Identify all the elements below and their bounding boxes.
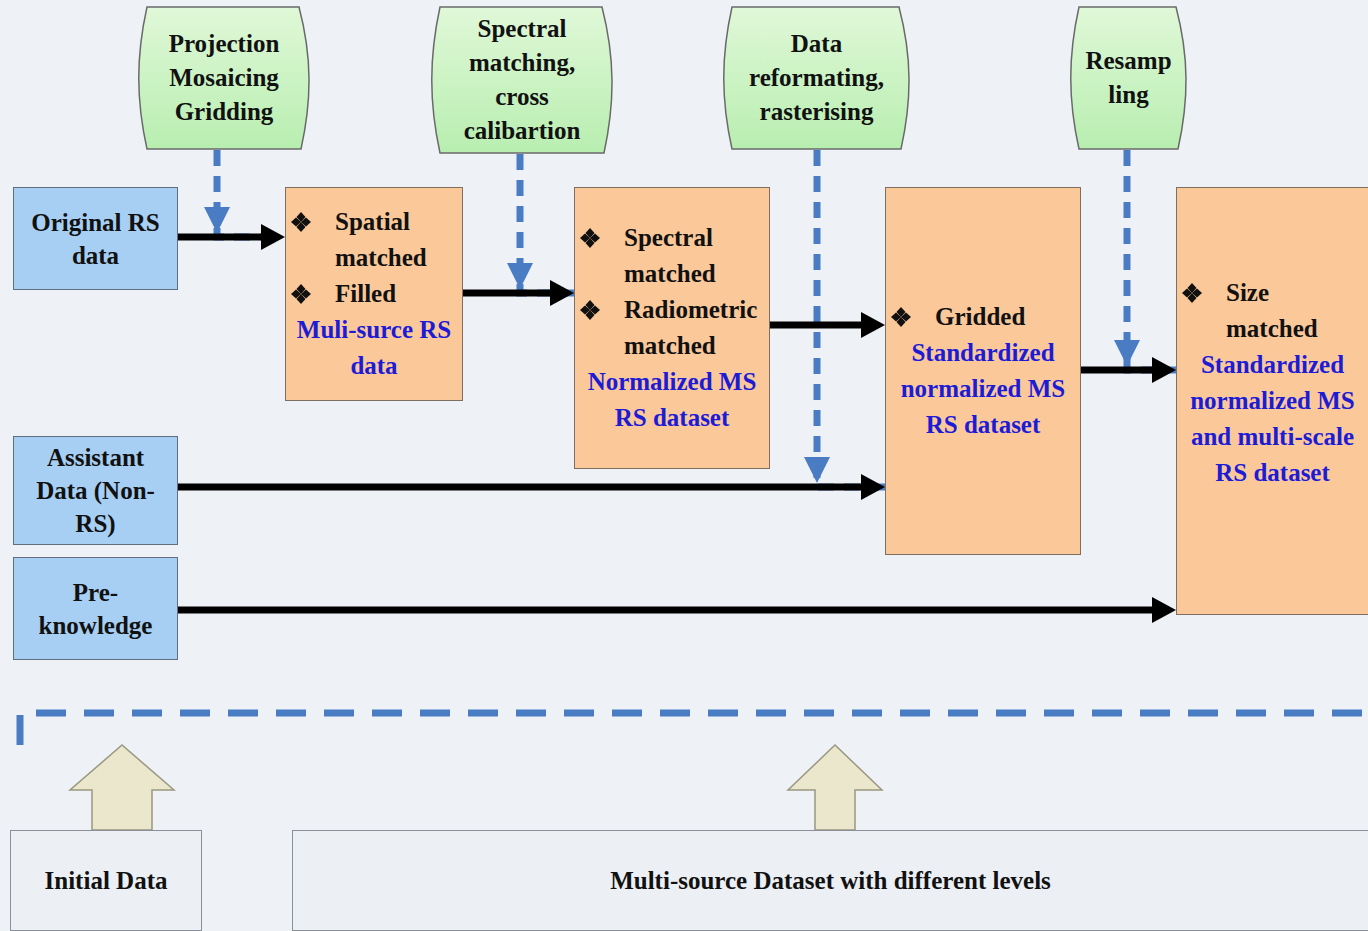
bullet-item: Spectral matched: [624, 220, 764, 292]
text-column: Pre-knowledge: [21, 576, 171, 642]
text-column: Data reformating, rasterising: [737, 27, 897, 129]
flow-arrow: [178, 224, 285, 250]
arrow-head: [861, 312, 885, 338]
process-arrow: [804, 150, 885, 487]
box-label: Multi-source Dataset with different leve…: [331, 863, 1331, 899]
bullet-item: Spatial matched: [335, 204, 460, 276]
arrow-line: [1081, 367, 1156, 374]
arrow-line: [178, 607, 1156, 614]
box-label: Original RS data: [21, 206, 171, 272]
flow-arrow: [770, 312, 885, 338]
bullet-symbol: [291, 284, 311, 304]
arrow-line: [178, 234, 265, 241]
arrow-head: [804, 457, 830, 483]
level-box: Initial Data: [10, 830, 202, 931]
bullet-item: Filled: [335, 276, 460, 312]
dataset-box: Spectral matchedRadiometric matchedNorma…: [574, 187, 770, 469]
text-column: Initial Data: [16, 863, 196, 899]
bullet-symbol: [580, 300, 600, 320]
document-shape: Projection Mosaicing Gridding: [135, 6, 313, 150]
dataset-box: Size matchedStandardized normalized MS a…: [1176, 187, 1368, 615]
bullet-item: Radiometric matched: [624, 292, 764, 364]
text-column: Original RS data: [21, 206, 171, 272]
up-block-arrow: [788, 745, 882, 830]
level-divider: [20, 713, 1368, 745]
dataset-name: Standardized normalized MS RS dataset: [891, 335, 1075, 443]
arrow-head: [550, 280, 574, 306]
bullet-petal: [1182, 289, 1192, 298]
input-box: Assistant Data (Non-RS): [13, 436, 178, 545]
bullet-symbol: [891, 307, 911, 327]
bullet-item: Gridded: [935, 299, 1075, 335]
text-column: Spatial matchedFilledMuli-surce RS data: [286, 204, 462, 384]
dataset-name: Muli-surce RS data: [291, 312, 457, 384]
flow-arrow: [178, 597, 1176, 623]
bullet-petal: [580, 306, 590, 315]
up-block-arrow: [70, 745, 174, 830]
document-shape: Spectral matching, cross calibartion: [428, 6, 616, 154]
document-shape: Resamp ling: [1067, 6, 1190, 150]
arrow-line: [770, 322, 865, 329]
dashed-line: [1127, 150, 1176, 370]
arrow-head: [1114, 340, 1140, 366]
input-box: Pre-knowledge: [13, 557, 178, 660]
bullet-symbol: [1182, 283, 1202, 303]
arrow-head: [204, 207, 230, 233]
process-arrow: [204, 150, 285, 237]
level-box: Multi-source Dataset with different leve…: [292, 830, 1368, 931]
bullet-petal: [891, 313, 901, 322]
box-label: Assistant Data (Non-RS): [21, 441, 171, 540]
process-step: Resamp ling: [1079, 44, 1179, 112]
dataset-name: Normalized MS RS dataset: [580, 364, 764, 436]
bullet-item: Size matched: [1226, 275, 1351, 347]
box-label: Pre-knowledge: [21, 576, 171, 642]
document-path: [724, 7, 909, 149]
box-label: Initial Data: [16, 863, 196, 899]
text-column: Spectral matching, cross calibartion: [442, 12, 602, 148]
dataset-name: Standardized normalized MS and multi-sca…: [1183, 347, 1363, 491]
document-path: [1071, 7, 1186, 149]
process-arrow: [507, 154, 574, 293]
arrow-head: [1152, 597, 1176, 623]
text-column: Size matchedStandardized normalized MS a…: [1177, 275, 1368, 491]
flow-arrow: [463, 280, 574, 306]
text-column: Projection Mosaicing Gridding: [154, 27, 294, 129]
bullet-symbol: [580, 228, 600, 248]
text-column: Assistant Data (Non-RS): [21, 441, 171, 540]
arrow-head: [861, 474, 885, 500]
input-box: Original RS data: [13, 187, 178, 290]
bullet-symbol: [291, 212, 311, 232]
process-step: Spectral matching, cross calibartion: [442, 12, 602, 148]
dataset-box: Spatial matchedFilledMuli-surce RS data: [285, 187, 463, 401]
text-column: Resamp ling: [1079, 44, 1179, 112]
arrow-line: [463, 290, 554, 297]
process-step: Projection Mosaicing Gridding: [154, 27, 294, 129]
document-path: [139, 7, 309, 149]
document-outline: [1067, 6, 1190, 150]
bullet-petal: [291, 218, 301, 227]
text-column: Spectral matchedRadiometric matchedNorma…: [575, 220, 769, 436]
dashed-line: [217, 150, 285, 237]
arrow-head: [1152, 357, 1176, 383]
text-column: GriddedStandardized normalized MS RS dat…: [886, 299, 1080, 443]
bullet-petal: [580, 234, 590, 243]
dataset-box: GriddedStandardized normalized MS RS dat…: [885, 187, 1081, 555]
text-column: Multi-source Dataset with different leve…: [331, 863, 1331, 899]
arrow-head: [261, 224, 285, 250]
document-path: [432, 7, 612, 153]
flow-arrow: [1081, 357, 1176, 383]
arrow-line: [178, 484, 865, 491]
arrow-head: [507, 263, 533, 289]
process-step: Data reformating, rasterising: [737, 27, 897, 129]
dashed-line: [817, 150, 885, 487]
bullet-petal: [291, 290, 301, 299]
process-arrow: [1114, 150, 1176, 370]
flow-arrow: [178, 474, 885, 500]
document-shape: Data reformating, rasterising: [720, 6, 913, 150]
